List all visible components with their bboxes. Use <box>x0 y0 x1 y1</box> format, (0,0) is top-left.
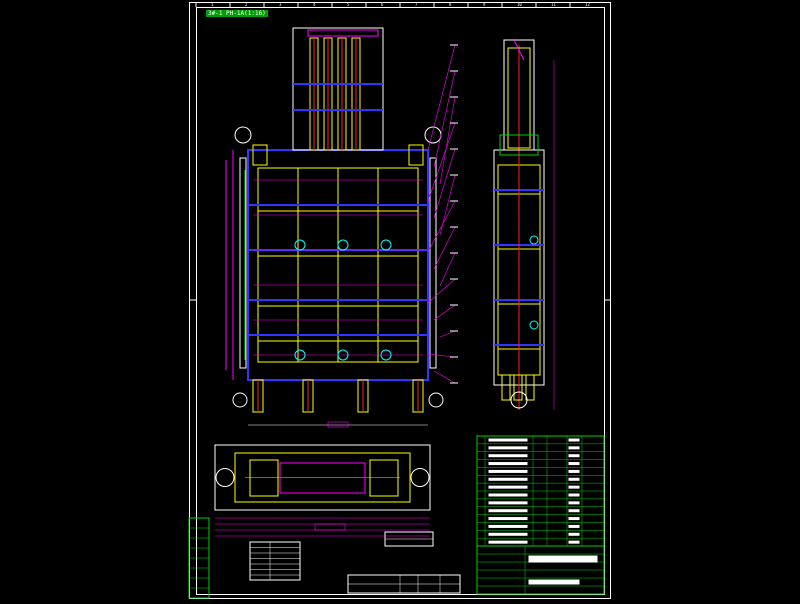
top-wheel-left <box>234 126 252 144</box>
plan-block-left <box>249 459 279 497</box>
plan-dim-label <box>314 523 346 531</box>
ruler-number: 5 <box>347 2 350 7</box>
side-leg <box>501 374 511 401</box>
ruler-number: 10 <box>517 2 522 7</box>
bolt-hole <box>294 239 306 251</box>
ruler-number: 9 <box>483 2 486 7</box>
bottom-wheel-left <box>232 392 248 408</box>
bom-text-placeholder <box>568 524 580 528</box>
bom-text-placeholder <box>488 509 528 513</box>
leader-line <box>427 200 456 253</box>
leader-line <box>439 330 456 338</box>
ruler-number: 8 <box>449 2 452 7</box>
bom-text-placeholder <box>488 485 528 489</box>
bom-text-placeholder <box>568 446 580 450</box>
bom-text-placeholder <box>568 517 580 521</box>
ruler-number: 2 <box>245 2 248 7</box>
title-block-number <box>528 579 580 585</box>
spec-table <box>249 541 301 581</box>
bom-text-placeholder <box>568 454 580 458</box>
bom-text-placeholder <box>488 501 528 505</box>
bom-text-placeholder <box>488 524 528 528</box>
bolt-hole <box>380 239 392 251</box>
top-block-left <box>252 144 268 166</box>
leader-line <box>433 304 456 321</box>
bom-text-placeholder <box>568 493 580 497</box>
dim-label-box <box>327 421 349 428</box>
side-leg <box>513 374 523 401</box>
side-top-arm <box>513 39 525 61</box>
bom-text-placeholder <box>568 462 580 466</box>
side-leg <box>525 374 535 401</box>
leader-line <box>439 96 456 185</box>
left-column <box>239 157 247 369</box>
ruler-number: 12 <box>585 2 590 7</box>
bom-text-placeholder <box>568 532 580 536</box>
leader-line <box>427 122 456 202</box>
title-block-name <box>528 555 598 563</box>
bom-text-placeholder <box>568 477 580 481</box>
bom-text-placeholder <box>568 469 580 473</box>
bom-text-placeholder <box>488 469 528 473</box>
ruler-number: 11 <box>551 2 556 7</box>
ruler-number: 3 <box>279 2 282 7</box>
side-hole <box>529 320 539 330</box>
leader-line <box>439 252 456 287</box>
plan-view-inner <box>234 452 411 503</box>
bom-text-placeholder <box>488 477 528 481</box>
plan-block-right <box>369 459 399 497</box>
leader-line <box>433 370 456 384</box>
bolt-hole <box>337 239 349 251</box>
bom-text-placeholder <box>488 438 528 442</box>
side-top-mast <box>503 39 535 151</box>
bolt-hole <box>294 349 306 361</box>
plan-center-box <box>279 462 366 494</box>
leader-line <box>427 44 456 151</box>
plan-end-right <box>410 468 430 487</box>
bottom-wheel-right <box>428 392 444 408</box>
bom-text-placeholder <box>568 540 580 544</box>
top-block-right <box>408 144 424 166</box>
drawing-title-tag: 3#-1 PH-1A(1:16) <box>206 10 268 17</box>
ruler-number: 6 <box>381 2 384 7</box>
side-bottom-wheel <box>510 391 528 409</box>
top-cap <box>307 29 379 37</box>
bolt-hole <box>380 349 392 361</box>
plan-view-outline <box>214 444 431 511</box>
bom-text-placeholder <box>568 485 580 489</box>
bom-text-placeholder <box>488 493 528 497</box>
bom-text-placeholder <box>488 540 528 544</box>
ruler-number: 7 <box>415 2 418 7</box>
side-hole <box>529 235 539 245</box>
ruler-number: 4 <box>313 2 316 7</box>
bom-text-placeholder <box>488 446 528 450</box>
leader-line <box>427 278 456 304</box>
bom-text-placeholder <box>568 501 580 505</box>
side-top-mast-inner <box>507 47 531 149</box>
bom-text-placeholder <box>488 517 528 521</box>
ruler-number: 1 <box>211 2 214 7</box>
leader-line <box>433 70 456 168</box>
leader-line <box>433 148 456 219</box>
side-top-block <box>499 134 539 156</box>
leader-line <box>433 226 456 270</box>
plan-end-left <box>215 468 235 487</box>
bom-text-placeholder <box>488 454 528 458</box>
bom-text-placeholder <box>488 462 528 466</box>
bom-text-placeholder <box>568 509 580 513</box>
right-column <box>429 157 437 369</box>
bom-text-placeholder <box>568 438 580 442</box>
bom-text-placeholder <box>488 532 528 536</box>
inner-frame <box>196 7 605 595</box>
bolt-hole <box>337 349 349 361</box>
